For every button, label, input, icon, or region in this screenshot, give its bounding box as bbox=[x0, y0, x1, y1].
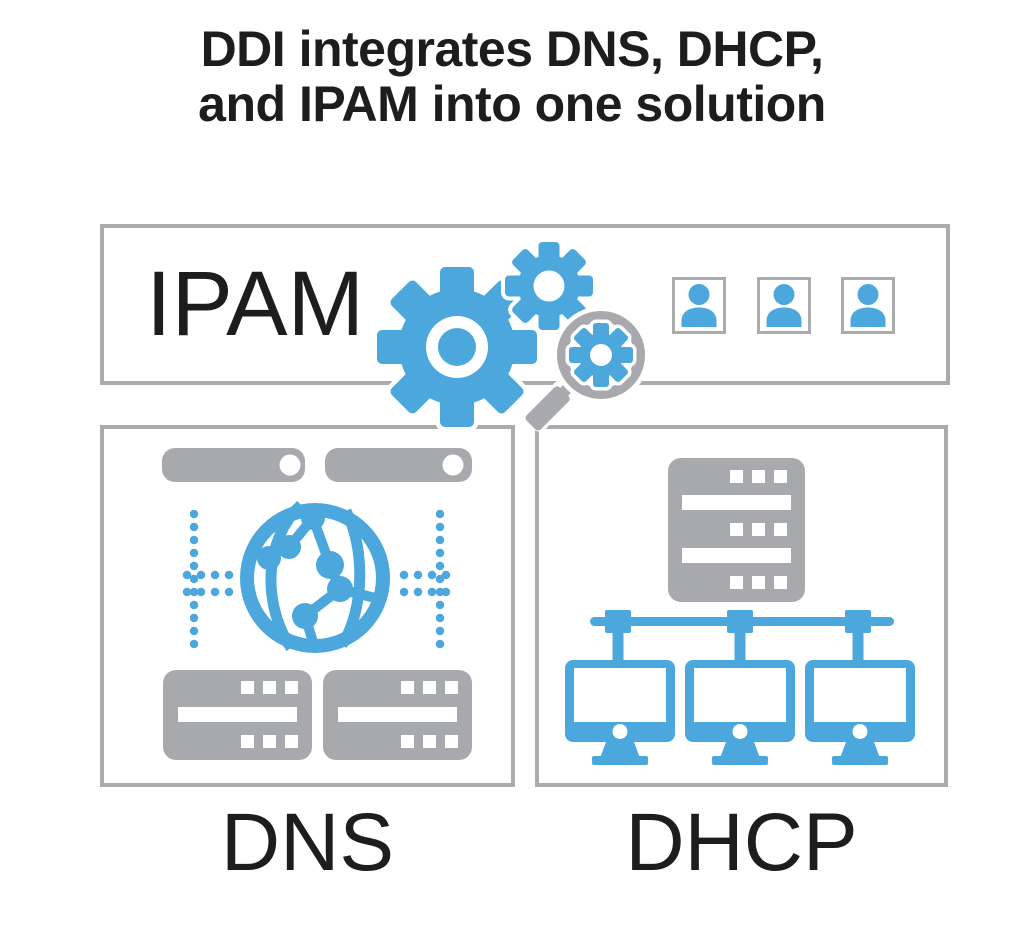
ipam-label: IPAM bbox=[146, 253, 365, 355]
dhcp-panel bbox=[535, 425, 948, 787]
magnifier-gear-icon bbox=[524, 306, 650, 432]
dns-label: DNS bbox=[220, 797, 395, 888]
user-icon bbox=[672, 277, 726, 334]
server-bar-icon bbox=[162, 448, 305, 482]
dotted-branch-right-icon bbox=[399, 509, 452, 662]
dotted-branch-left-icon bbox=[182, 509, 235, 662]
integration-gears bbox=[368, 232, 650, 432]
monitor-icon bbox=[685, 660, 795, 765]
server-stack-icon bbox=[323, 670, 472, 760]
server-bar-icon bbox=[325, 448, 472, 482]
monitor-icon bbox=[805, 660, 915, 765]
dns-panel bbox=[100, 425, 515, 787]
globe-network-icon bbox=[240, 500, 390, 653]
gear-small-icon bbox=[505, 242, 593, 330]
dhcp-label: DHCP bbox=[625, 797, 858, 888]
server-stack-icon bbox=[668, 458, 805, 602]
server-stack-icon bbox=[163, 670, 312, 760]
dns-panel-art bbox=[162, 448, 472, 760]
user-icon bbox=[841, 277, 895, 334]
user-icon bbox=[757, 277, 811, 334]
title-line-1: DDI integrates DNS, DHCP, bbox=[200, 21, 824, 77]
monitor-icon bbox=[565, 660, 675, 765]
title-line-2: and IPAM into one solution bbox=[198, 76, 826, 132]
dhcp-panel-art bbox=[565, 458, 915, 765]
gear-large-icon bbox=[377, 267, 537, 427]
network-bus-icon bbox=[590, 610, 894, 661]
diagram-title: DDI integrates DNS, DHCP, and IPAM into … bbox=[0, 22, 1024, 132]
